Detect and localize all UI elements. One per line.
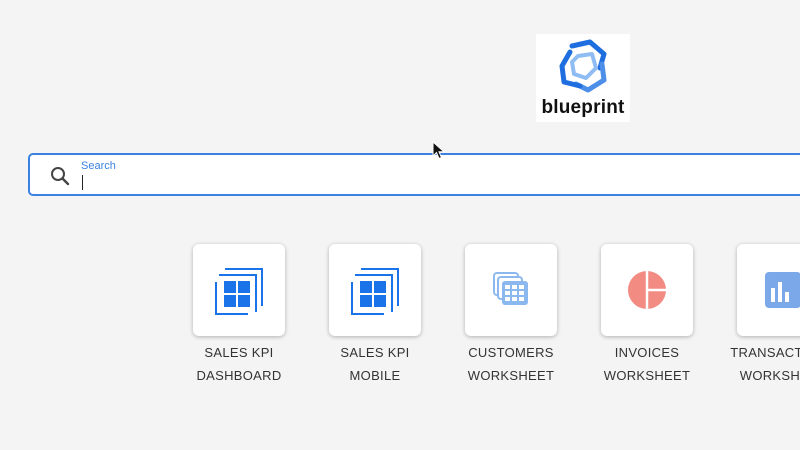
search-box[interactable]: Search: [28, 153, 800, 196]
tile-invoices-worksheet[interactable]: [601, 244, 693, 336]
search-label: Search: [81, 160, 116, 172]
bar-chart-icon: [765, 272, 800, 308]
tile-sales-kpi-dashboard[interactable]: [193, 244, 285, 336]
tile-label-line1: SALES KPI: [204, 345, 274, 360]
tile-label-sales-kpi-dashboard: SALES KPI DASHBOARD: [169, 341, 309, 387]
tile-label-customers-worksheet: CUSTOMERS WORKSHEET: [441, 341, 581, 387]
tile-label-invoices-worksheet: INVOICES WORKSHEET: [577, 341, 717, 387]
tile-transactions-worksheet[interactable]: [737, 244, 800, 336]
tile-label-line2: WORKSHEET: [739, 368, 800, 383]
mouse-pointer-icon: [432, 141, 446, 160]
brand-logo: blueprint: [536, 34, 630, 122]
blueprint-logo-icon: [559, 39, 607, 93]
dashboard-grid-icon: [215, 268, 263, 315]
tile-sales-kpi-mobile[interactable]: [329, 244, 421, 336]
tile-label-transactions-worksheet: TRANSACTIONS WORKSHEET: [713, 341, 800, 387]
pie-chart-icon: [628, 271, 666, 309]
tile-label-line1: SALES KPI: [340, 345, 410, 360]
tile-label-line1: INVOICES: [614, 345, 680, 360]
search-icon: [51, 167, 70, 186]
tile-label-line2: WORKSHEET: [603, 368, 691, 383]
tile-label-line2: DASHBOARD: [196, 368, 282, 383]
tile-customers-worksheet[interactable]: [465, 244, 557, 336]
tile-label-line2: MOBILE: [349, 368, 401, 383]
tile-label-sales-kpi-mobile: SALES KPI MOBILE: [305, 341, 445, 387]
tile-label-line1: CUSTOMERS: [468, 345, 554, 360]
dashboard-grid-icon: [351, 268, 399, 315]
text-caret: [82, 175, 83, 190]
brand-name: blueprint: [541, 97, 625, 118]
tile-label-line1: TRANSACTIONS: [730, 345, 800, 360]
tile-label-line2: WORKSHEET: [467, 368, 555, 383]
worksheet-stack-icon: [493, 272, 528, 305]
search-input[interactable]: [81, 174, 581, 192]
